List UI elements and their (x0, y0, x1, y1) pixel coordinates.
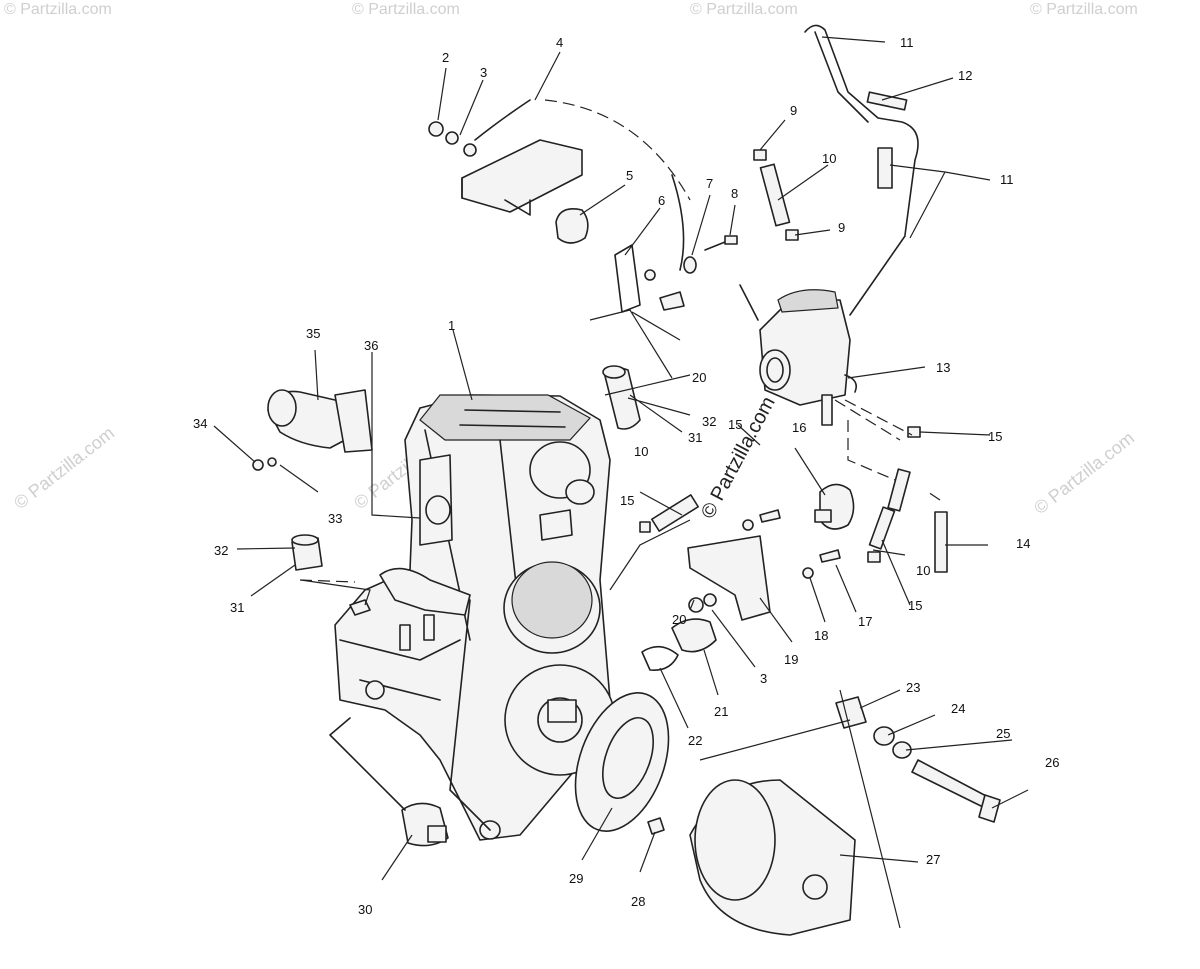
watermark-right: © Partzilla.com (1030, 428, 1138, 518)
callout-31-left: 31 (230, 600, 244, 615)
callout-14: 14 (1016, 536, 1030, 551)
watermark-top-right: © Partzilla.com (1030, 1, 1138, 18)
callout-1: 1 (448, 318, 455, 333)
callout-17: 17 (858, 614, 872, 629)
callout-25: 25 (996, 726, 1010, 741)
hoses (639, 24, 948, 573)
callout-11-right: 11 (1000, 172, 1014, 187)
callout-24: 24 (951, 701, 965, 716)
callout-22: 22 (688, 733, 702, 748)
mount-bolt-stack (835, 696, 1001, 823)
callout-36: 36 (364, 338, 378, 353)
callout-35: 35 (306, 326, 320, 341)
callout-4: 4 (556, 35, 563, 50)
drive-pulley (574, 692, 856, 936)
callout-7: 7 (706, 176, 713, 191)
watermark-left: © Partzilla.com (10, 423, 118, 513)
watermark-center: © Partzilla.com (697, 393, 780, 522)
callout-19: 19 (784, 652, 798, 667)
watermark-top-mid-left: © Partzilla.com (352, 1, 460, 18)
callout-15-right: 15 (988, 429, 1002, 444)
callout-29: 29 (569, 871, 583, 886)
callout-8: 8 (731, 186, 738, 201)
callout-23: 23 (906, 680, 920, 695)
watermark-top-mid-right: © Partzilla.com (690, 1, 798, 18)
callout-3-lower: 3 (760, 671, 767, 686)
engine-mount-30 (329, 717, 449, 847)
callout-26: 26 (1045, 755, 1059, 770)
callout-10-right: 10 (916, 563, 930, 578)
carburetor (759, 289, 858, 426)
callout-21: 21 (714, 704, 728, 719)
engine-block (334, 394, 616, 841)
callout-20-top: 20 (692, 370, 706, 385)
callout-9-top: 9 (790, 103, 797, 118)
callout-31-right: 31 (688, 430, 702, 445)
intake-elbow (252, 389, 373, 471)
intake-coupler (291, 365, 641, 571)
callout-32-left: 32 (214, 543, 228, 558)
callout-2: 2 (442, 50, 449, 65)
callout-13: 13 (936, 360, 950, 375)
callout-16: 16 (792, 420, 806, 435)
callout-27: 27 (926, 852, 940, 867)
battery-cable-group (428, 99, 738, 313)
callout-33: 33 (328, 511, 342, 526)
callout-28: 28 (631, 894, 645, 909)
leader-lines (213, 36, 1029, 929)
callout-9-lower: 9 (838, 220, 845, 235)
callout-10-top: 10 (822, 151, 836, 166)
callout-5: 5 (626, 168, 633, 183)
callout-32-right: 32 (702, 414, 716, 429)
callout-15-left: 15 (620, 493, 634, 508)
engine-mount-bracket (641, 483, 855, 672)
callout-labels: 2 3 4 5 6 7 8 9 9 10 10 10 11 11 12 13 1… (193, 35, 1059, 917)
callout-6: 6 (658, 193, 665, 208)
callout-10-mid: 10 (634, 444, 648, 459)
callout-11-top: 11 (900, 35, 914, 50)
callout-20-lower: 20 (672, 612, 686, 627)
callout-3: 3 (480, 65, 487, 80)
callout-12: 12 (958, 68, 972, 83)
callout-15-lower: 15 (908, 598, 922, 613)
watermark-top-left: © Partzilla.com (4, 1, 112, 18)
callout-18: 18 (814, 628, 828, 643)
callout-30: 30 (358, 902, 372, 917)
callout-15-top: 15 (728, 417, 742, 432)
callout-34: 34 (193, 416, 207, 431)
